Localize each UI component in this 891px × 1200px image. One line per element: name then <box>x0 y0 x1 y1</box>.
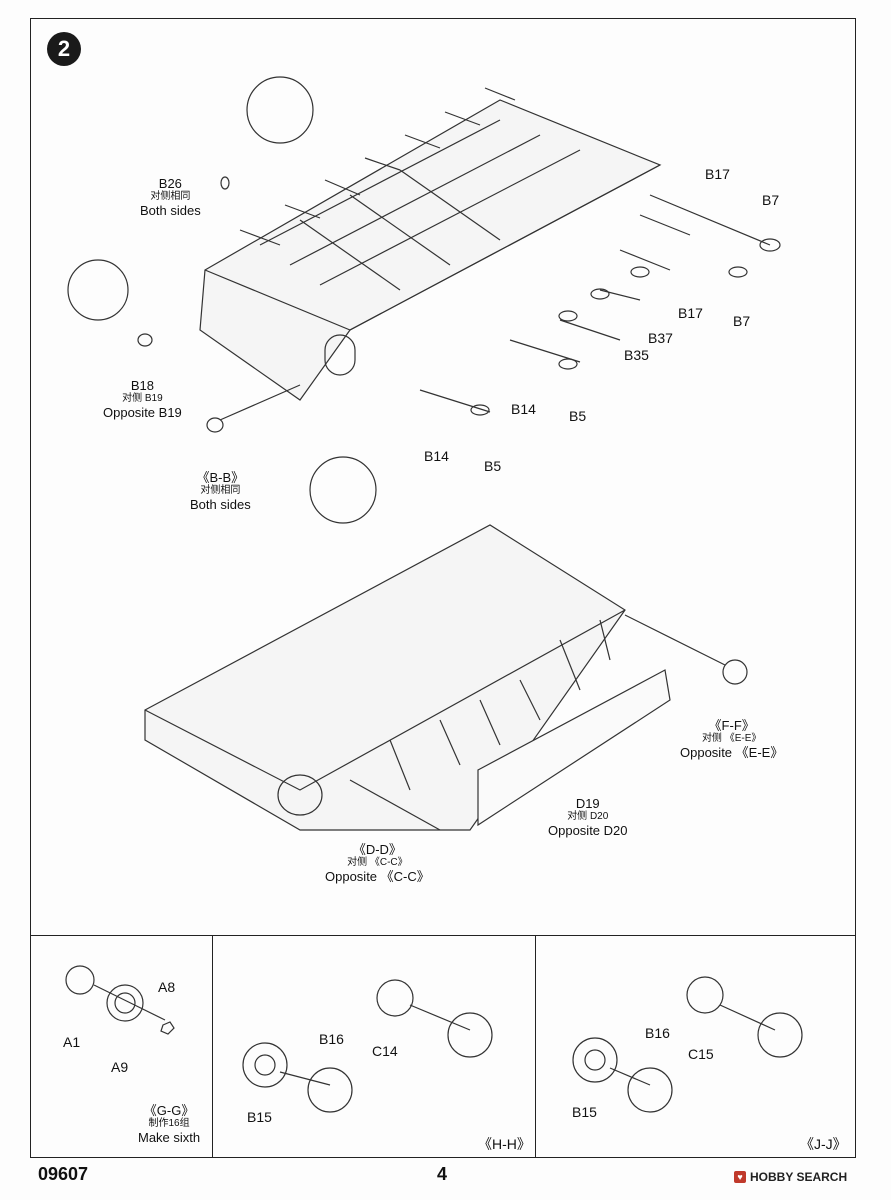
page-number: 4 <box>437 1164 448 1184</box>
brand-watermark: ♥ HOBBY SEARCH <box>734 1170 847 1184</box>
part-number: D19 <box>575 796 600 811</box>
chinese-note: 对侧相同 <box>200 485 241 496</box>
part-b5-mid: B5 <box>569 408 587 424</box>
part-a9: A9 <box>111 1059 129 1075</box>
chinese-note: 制作16组 <box>148 1118 190 1129</box>
label-d19: D19 对侧 D20 Opposite D20 <box>548 796 628 838</box>
view-label: 《F-F》 <box>708 718 755 733</box>
part-b16-jj: B16 <box>645 1025 670 1041</box>
english-note: Opposite B19 <box>103 405 182 420</box>
panel-gg <box>30 935 213 1158</box>
part-b37: B37 <box>648 330 673 346</box>
part-number: B18 <box>130 378 154 393</box>
brand-logo-icon: ♥ <box>734 1171 746 1183</box>
label-b18: B18 对侧 B19 Opposite B19 <box>103 378 182 420</box>
chinese-note: 对侧 D20 <box>567 811 609 822</box>
part-b7-mid: B7 <box>733 313 751 329</box>
part-b15-jj: B15 <box>572 1104 597 1120</box>
chinese-note: 对侧 《C-C》 <box>347 857 408 868</box>
view-label: 《G-G》 <box>143 1103 195 1118</box>
english-note: Make sixth <box>138 1130 201 1145</box>
panel-jj <box>536 935 856 1158</box>
part-b16-hh: B16 <box>319 1031 344 1047</box>
chinese-note: 对侧 《E-E》 <box>701 733 762 744</box>
english-note: Opposite D20 <box>548 823 628 838</box>
part-a8: A8 <box>158 979 176 995</box>
part-b17-top: B17 <box>705 166 730 182</box>
part-b5-low: B5 <box>484 458 502 474</box>
view-label: 《B-B》 <box>196 470 245 485</box>
step-number-badge: 2 <box>47 32 81 66</box>
part-b17-mid: B17 <box>678 305 703 321</box>
chinese-note: 对侧相同 <box>150 191 191 202</box>
part-a1: A1 <box>63 1034 81 1050</box>
panel-hh <box>213 935 536 1158</box>
brand-text: HOBBY SEARCH <box>750 1170 848 1184</box>
part-number: B26 <box>158 176 182 191</box>
english-note: Both sides <box>190 497 251 512</box>
view-label: 《D-D》 <box>352 842 402 857</box>
label-view-hh: 《H-H》 <box>478 1136 531 1152</box>
label-view-ff: 《F-F》 对侧 《E-E》 Opposite 《E-E》 <box>680 718 783 760</box>
part-b14-mid: B14 <box>511 401 536 417</box>
part-c14: C14 <box>372 1043 398 1059</box>
part-b14-low: B14 <box>424 448 449 464</box>
part-b15-hh: B15 <box>247 1109 272 1125</box>
label-b26: B26 对侧相同 Both sides <box>140 176 201 218</box>
label-view-dd: 《D-D》 对侧 《C-C》 Opposite 《C-C》 <box>325 842 430 884</box>
english-note: Both sides <box>140 203 201 218</box>
product-code: 09607 <box>38 1164 89 1184</box>
label-view-gg: 《G-G》 制作16组 Make sixth <box>138 1103 200 1145</box>
label-view-bb: 《B-B》 对侧相同 Both sides <box>190 470 251 512</box>
chinese-note: 对侧 B19 <box>122 393 163 404</box>
part-b35: B35 <box>624 347 649 363</box>
english-note: Opposite 《C-C》 <box>325 869 430 884</box>
label-view-jj: 《J-J》 <box>800 1136 847 1152</box>
part-c15: C15 <box>688 1046 714 1062</box>
part-b7-top: B7 <box>762 192 780 208</box>
page-frame <box>30 18 856 1158</box>
english-note: Opposite 《E-E》 <box>680 745 784 760</box>
